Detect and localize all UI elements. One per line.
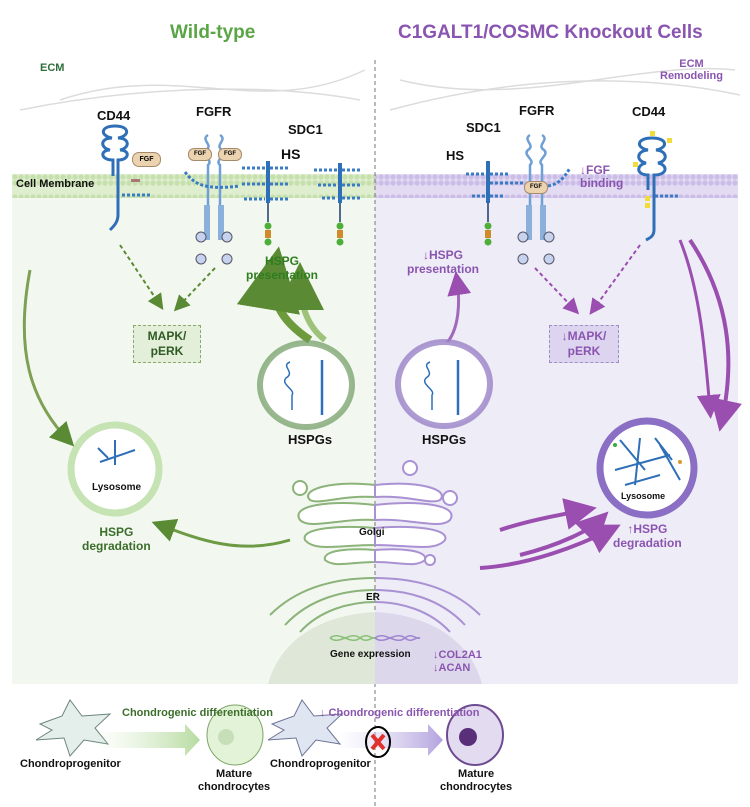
hspg-presentation-arrow-ko — [443, 271, 472, 347]
fgf-ligand-fgfr-2: FGF — [218, 148, 242, 161]
ecm-fibers — [19, 67, 741, 111]
cell-membrane-wildtype — [12, 174, 375, 198]
hspgs-label-ko: HSPGs — [422, 432, 467, 447]
nucleus-ko — [375, 612, 482, 684]
mapk-perk-box-wt: MAPK/ pERK — [133, 325, 201, 363]
ecm-remodeling-label: ECM Remodeling — [660, 58, 723, 82]
hspgs-label-wt: HSPGs — [288, 432, 333, 447]
degraded-fragments-ko — [613, 437, 682, 486]
cd44-label-wt: CD44 — [97, 108, 131, 123]
ecm-label: ECM — [40, 62, 65, 74]
sdc1-wt — [264, 161, 344, 246]
progenitor-label-wt: Chondroprogenitor — [20, 758, 121, 770]
fgfr-dimer-ko — [525, 133, 547, 235]
hspg-presentation-ko: ↓HSPG presentation — [407, 248, 480, 276]
cd44-label-ko: CD44 — [632, 104, 666, 119]
differentiation-arrow-wt — [95, 724, 200, 756]
differentiation-label-wt: Chondrogenic differentiation — [122, 707, 273, 719]
phospho-sites-wt — [195, 231, 233, 265]
hspg-vesicle-ko — [395, 339, 493, 429]
degradation-arrows-ko — [479, 238, 742, 570]
progenitor-label-ko: Chondroprogenitor — [270, 758, 371, 770]
hspg-degradation-ko: ↑HSPG degradation — [613, 522, 682, 550]
hspg-presentation-arrows-wt — [236, 246, 327, 344]
lysosome-wt — [67, 421, 163, 517]
golgi-label: Golgi — [359, 527, 385, 538]
er-ko — [374, 577, 481, 633]
gene-expression-label: Gene expression — [330, 649, 411, 660]
degradation-arrow-wt — [22, 269, 75, 447]
fgf-ligand-fgfr-1: FGF — [188, 148, 212, 161]
er-label: ER — [366, 592, 380, 603]
mature-label-wt: Mature chondrocytes — [198, 768, 271, 793]
knockout-title: C1GALT1/COSMC Knockout Cells — [398, 22, 703, 43]
cell-membrane-label: Cell Membrane — [16, 178, 95, 190]
degraded-fragments-wt — [97, 440, 136, 465]
er-wt — [269, 577, 376, 633]
blocked-x-icon — [365, 726, 391, 758]
sdc1-label-wt: SDC1 — [288, 122, 323, 137]
wildtype-title: Wild-type — [170, 22, 256, 43]
golgi-ko — [374, 460, 458, 566]
hs-label-wt: HS — [281, 146, 301, 162]
fgf-ligand-ko: FGF — [524, 181, 548, 194]
mature-chondrocyte-wt — [206, 704, 264, 766]
mature-label-ko: Mature chondrocytes — [440, 768, 513, 793]
hspg-presentation-wt: HSPG presentation — [246, 254, 319, 282]
hspg-vesicle-wt — [257, 340, 355, 430]
lysosome-label-ko: Lysosome — [621, 491, 666, 501]
fgfr-label-ko: FGFR — [519, 103, 555, 118]
hs-label-ko: HS — [446, 148, 465, 163]
lysosome-label-wt: Lysosome — [92, 482, 142, 493]
glycan-markers-ko — [633, 131, 672, 208]
dna-helix — [329, 635, 421, 641]
signal-arrows-wt — [119, 244, 216, 312]
hspg-degradation-wt: HSPG degradation — [82, 525, 151, 553]
heparan-sulfate-chains-ko — [466, 167, 680, 198]
cell-membrane-knockout — [375, 174, 738, 198]
signal-arrows-ko — [534, 244, 641, 315]
sdc1-label-ko: SDC1 — [466, 120, 501, 135]
fgf-binding-label: ↓FGF binding — [580, 163, 624, 190]
fgf-ligand-cd44: FGF — [132, 152, 161, 167]
gene-changes-ko: ↓COL2A1 ↓ACAN — [433, 649, 482, 674]
cd44-receptor-wt — [101, 124, 129, 232]
golgi-to-lysosome-arrow-wt — [151, 519, 291, 548]
golgi-wt — [292, 480, 376, 566]
phospho-sites-ko — [517, 231, 555, 265]
fgfr-label-wt: FGFR — [196, 104, 232, 119]
differentiation-label-ko: ↓ Chondrogenic differentiation — [320, 707, 480, 719]
nucleus-wt — [268, 612, 375, 684]
heparan-sulfate-chains-wt — [122, 166, 360, 201]
sdc1-ko — [484, 161, 492, 246]
cd44-receptor-ko — [637, 136, 667, 242]
mapk-perk-box-ko: ↓MAPK/ pERK — [549, 325, 619, 363]
